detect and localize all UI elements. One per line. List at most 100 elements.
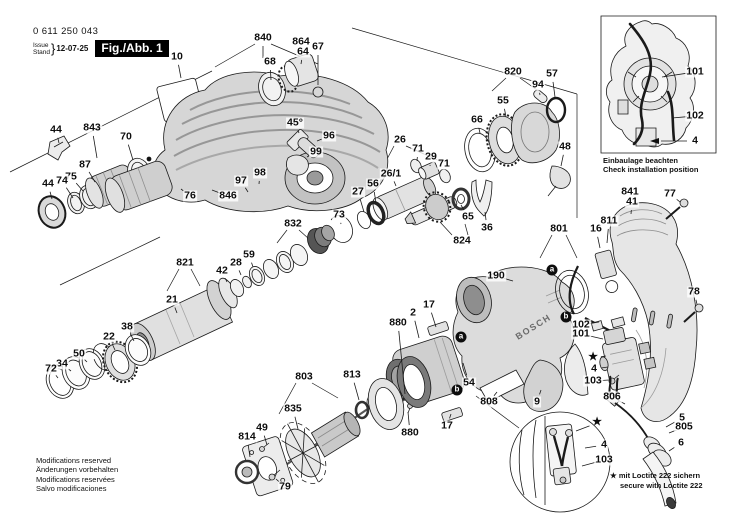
- part-callout: 840: [253, 31, 273, 44]
- issue-label-de: Stand: [33, 48, 50, 56]
- part-callout: 64: [296, 45, 310, 58]
- part-callout: 880: [400, 426, 420, 439]
- part-callout: 98: [253, 166, 267, 179]
- clutch-group: [461, 88, 571, 196]
- part-callout: 36: [480, 221, 494, 234]
- part-callout: 42: [215, 264, 229, 277]
- piston-group: [304, 158, 453, 257]
- wire-marker: a: [455, 331, 467, 343]
- figure-label-badge: Fig./Abb. 1: [95, 40, 169, 57]
- part-callout: 102: [571, 318, 591, 331]
- part-callout: 805: [674, 420, 694, 433]
- part-callout: 54: [462, 376, 476, 389]
- installation-caption-en: Check installation position: [603, 165, 699, 174]
- part-callout: 94: [531, 78, 545, 91]
- loctite-line-de: mit Loctite 222 sichern: [618, 471, 701, 480]
- installation-caption-de: Einbaulage beachten: [603, 156, 679, 165]
- loctite-star-icon: ★: [610, 471, 617, 480]
- installation-caption: Einbaulage beachten Check installation p…: [603, 156, 698, 174]
- part-callout: 101: [571, 327, 591, 340]
- part-callout: 67: [311, 40, 325, 53]
- part-callout: 99: [309, 145, 323, 158]
- top-rings-group: [254, 53, 323, 175]
- part-callout: 832: [283, 217, 303, 230]
- issue-brace: }: [51, 41, 56, 56]
- part-callout: 78: [687, 285, 701, 298]
- part-callout: 102: [685, 109, 705, 122]
- loctite-line-en: secure with Loctite 222: [620, 480, 703, 490]
- modifications-line-de: Änderungen vorbehalten: [36, 465, 119, 475]
- wire-marker: b: [560, 311, 572, 323]
- part-callout: 4: [600, 438, 608, 451]
- part-callout: 56: [366, 177, 380, 190]
- installation-inset: [601, 16, 716, 153]
- part-callout: 803: [294, 370, 314, 383]
- part-callout: 835: [283, 402, 303, 415]
- part-callout: 103: [583, 374, 603, 387]
- part-callout: 820: [503, 65, 523, 78]
- part-callout: 846: [218, 189, 238, 202]
- part-callout: 17: [422, 298, 436, 311]
- part-callout: 814: [237, 430, 257, 443]
- part-callout: 44: [49, 123, 63, 136]
- part-callout: 4: [590, 362, 598, 375]
- part-callout: 2: [409, 306, 417, 319]
- part-callout: 27: [351, 185, 365, 198]
- part-callout: 49: [255, 421, 269, 434]
- part-callout: 45°: [286, 116, 304, 129]
- part-callout: 21: [165, 293, 179, 306]
- loctite-star-icon: ★: [588, 351, 598, 364]
- part-callout: 813: [342, 368, 362, 381]
- wire-marker: a: [546, 264, 558, 276]
- part-callout: 821: [175, 256, 195, 269]
- part-callout: 38: [120, 320, 134, 333]
- part-callout: 72: [44, 362, 58, 375]
- part-callout: 4: [691, 134, 699, 147]
- part-callout: 101: [685, 65, 705, 78]
- part-callout: 75: [64, 170, 78, 183]
- detail-circle-inset: [510, 412, 610, 512]
- part-callout: 17: [440, 419, 454, 432]
- part-callout: 57: [545, 67, 559, 80]
- modifications-line-es: Salvo modificaciones: [36, 484, 107, 494]
- part-callout: 808: [479, 395, 499, 408]
- loctite-star-icon: ★: [592, 416, 602, 429]
- armature-group: [236, 353, 436, 497]
- part-callout: 26/1: [379, 167, 403, 180]
- part-callout: 806: [602, 390, 622, 403]
- loctite-legend: ★ mit Loctite 222 sichern secure with Lo…: [610, 471, 703, 490]
- part-callout: 87: [78, 158, 92, 171]
- part-callout: 6: [677, 436, 685, 449]
- part-callout: 811: [599, 214, 619, 227]
- leader-lines: [50, 46, 697, 482]
- part-callout: 880: [388, 316, 408, 329]
- part-callout: 801: [549, 222, 569, 235]
- part-callout: 70: [119, 130, 133, 143]
- part-callout: 843: [82, 121, 102, 134]
- part-callout: 74: [55, 174, 69, 187]
- part-callout: 10: [170, 50, 184, 63]
- part-callout: 73: [332, 208, 346, 221]
- part-callout: 76: [183, 189, 197, 202]
- part-callout: 97: [234, 174, 248, 187]
- document-number: 0 611 250 043: [33, 26, 99, 37]
- part-callout: 48: [558, 140, 572, 153]
- part-callout: 79: [278, 480, 292, 493]
- part-callout: 103: [594, 453, 614, 466]
- issue-label-en: Issue: [33, 41, 49, 49]
- part-callout: 5: [678, 411, 686, 424]
- switch-group: [564, 322, 658, 395]
- striker-group: [403, 180, 492, 228]
- part-callout: 22: [102, 330, 116, 343]
- part-callout: 824: [452, 234, 472, 247]
- modifications-line-en: Modifications reserved: [36, 456, 112, 465]
- header-block: 0 611 250 043 Issue Stand } 12-07-25 Fig…: [33, 26, 169, 57]
- part-callout: 68: [263, 55, 277, 68]
- handle-group: [610, 199, 703, 422]
- gear-housing: [101, 72, 388, 215]
- part-callout: 66: [470, 113, 484, 126]
- part-callout: 77: [663, 187, 677, 200]
